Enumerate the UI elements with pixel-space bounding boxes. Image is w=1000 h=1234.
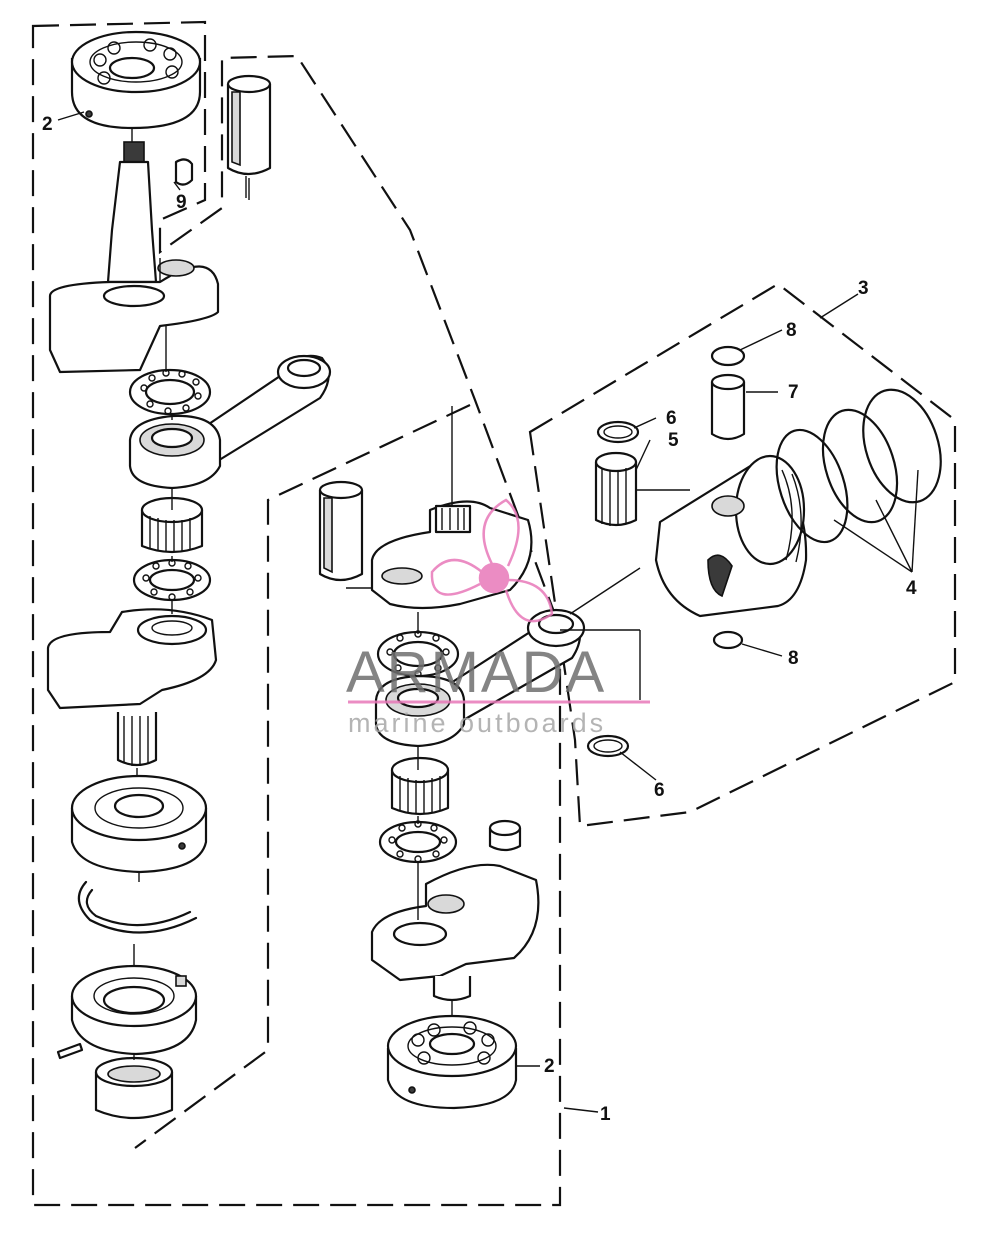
crankshaft-center — [46, 608, 218, 767]
crankshaft-upper — [48, 141, 220, 374]
callout-7: 7 — [788, 382, 799, 403]
callout-6-lower: 6 — [654, 780, 665, 801]
thrust-washer-upper — [128, 368, 212, 416]
thrust-washer-left-lower — [132, 558, 212, 602]
callout-1: 1 — [600, 1104, 611, 1125]
connecting-rod-upper — [128, 354, 332, 490]
ball-bearing-upper — [70, 30, 202, 130]
locating-washer-lower — [586, 734, 630, 758]
piston — [654, 454, 808, 618]
callout-4: 4 — [906, 578, 917, 599]
crankshaft-lower — [370, 863, 540, 1002]
callout-6-upper: 6 — [666, 408, 677, 429]
locating-washer-upper — [596, 420, 640, 444]
callout-labels: 1 2 2 3 4 5 6 6 7 8 8 9 — [42, 114, 917, 1125]
needle-bearing-upper — [140, 496, 204, 554]
assembly-1-boundary — [31, 20, 562, 1207]
bearing-carrier — [70, 964, 198, 1056]
crankpin-plug — [488, 819, 522, 852]
piston-rings — [775, 388, 942, 544]
callout-9: 9 — [176, 192, 187, 213]
retaining-ring — [77, 880, 198, 934]
piston-pin-needle-bearing — [594, 451, 638, 527]
connecting-rod-middle — [374, 608, 586, 748]
callout-5: 5 — [668, 430, 679, 451]
alignment-lines — [131, 128, 690, 1060]
needle-bearing-middle — [390, 756, 450, 816]
woodruff-key — [174, 158, 194, 186]
callout-8-lower: 8 — [788, 648, 799, 669]
callout-8-upper: 8 — [786, 320, 797, 341]
ball-bearing-center — [70, 774, 208, 874]
crankpin-upper — [226, 74, 272, 176]
ball-bearing-lower — [386, 1014, 518, 1110]
callout-3: 3 — [858, 278, 869, 299]
watermark: ARMADA marine outboards — [346, 498, 650, 738]
thrust-washer-middle-lower — [378, 820, 458, 864]
callout-2-lower: 2 — [544, 1056, 555, 1077]
piston-pin-lockring-lower — [712, 630, 744, 650]
thrust-washer-middle-upper — [376, 630, 460, 678]
watermark-tagline: marine outboards — [348, 708, 606, 738]
propeller-logo-icon — [430, 498, 554, 623]
watermark-brand: ARMADA — [346, 640, 606, 705]
sleeve — [94, 1056, 174, 1120]
piston-pin-lockring-upper — [710, 345, 746, 367]
dowel-pin — [56, 1042, 84, 1060]
leader-lines — [57, 111, 919, 1113]
piston-pin — [710, 373, 746, 441]
crankpin-center — [318, 480, 364, 582]
callout-2-upper: 2 — [42, 114, 53, 135]
